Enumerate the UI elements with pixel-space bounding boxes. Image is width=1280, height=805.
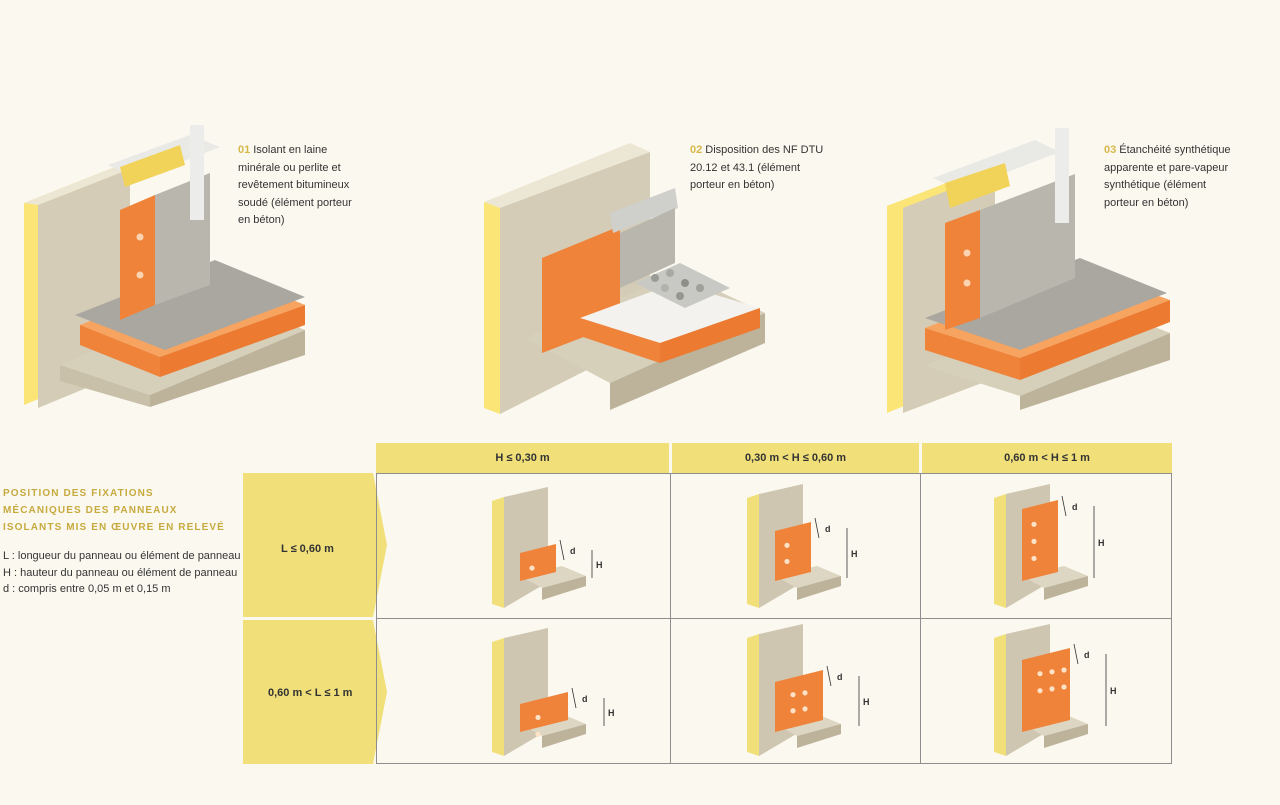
wall-insulation-strip [492, 497, 504, 608]
fixing-point [1049, 669, 1055, 675]
slab-top [1022, 566, 1088, 588]
wall-insulation-strip [492, 638, 504, 756]
fixing-point [1031, 538, 1037, 544]
cell-illustration: dH [994, 484, 1105, 608]
fixing-point [529, 565, 535, 571]
slab-edge [1044, 724, 1088, 748]
fixing-point [1031, 521, 1037, 527]
fixing-point [1037, 688, 1043, 694]
slab-top [775, 566, 841, 588]
column-header-1: H ≤ 0,30 m [376, 443, 669, 473]
detail-02-text: Disposition des NF DTU 20.12 et 43.1 (él… [690, 144, 824, 191]
dimension-d-line [826, 665, 832, 687]
cell-illustration: dH [994, 624, 1117, 756]
dimension-h-label: H [863, 697, 870, 707]
insulation-panel [520, 692, 568, 732]
dimension-h-label: H [608, 708, 615, 718]
wall-insulation-strip [747, 494, 759, 608]
column-header-2: 0,30 m < H ≤ 0,60 m [672, 443, 919, 473]
dimension-d-label: d [570, 546, 576, 556]
row-header-2 [243, 620, 387, 764]
detail-02-number: 02 [690, 144, 703, 156]
fixing-point [1061, 667, 1067, 673]
dimension-d-line [1073, 643, 1079, 665]
fixing-point [1037, 671, 1043, 677]
slab-edge [797, 576, 841, 600]
detail-03-illustration [887, 128, 1170, 413]
dimension-h-label: H [1098, 538, 1105, 548]
insulation-panel [1022, 648, 1070, 732]
legend-h: H : hauteur du panneau ou élément de pan… [3, 566, 238, 579]
insulation-panel [775, 670, 823, 732]
wall-insulation-strip [994, 494, 1006, 608]
insulation-panel [520, 544, 556, 581]
detail-01-number: 01 [238, 144, 251, 156]
dimension-h-label: H [1110, 686, 1117, 696]
wall-insulation-strip [747, 634, 759, 756]
wall [504, 487, 548, 608]
detail-01-illustration [24, 125, 305, 408]
cell-illustration: dH [747, 624, 870, 756]
dimension-h-label: H [596, 560, 603, 570]
slab-top [520, 566, 586, 588]
row-label-1: L ≤ 0,60 m [281, 543, 334, 555]
fixing-point [790, 708, 796, 714]
wall [504, 628, 548, 756]
detail-03-text: Étanchéité synthétique apparente et pare… [1104, 144, 1231, 209]
fixing-point [535, 714, 541, 721]
dimension-d-line [814, 517, 820, 539]
row-label-2: 0,60 m < L ≤ 1 m [268, 687, 353, 699]
slab-edge [542, 724, 586, 748]
dimension-d-line [571, 687, 577, 709]
legend-d: d : compris entre 0,05 m et 0,15 m [3, 583, 171, 595]
cell-illustration: dH [747, 484, 858, 608]
legend-l: L : longueur du panneau ou élément de pa… [3, 550, 241, 562]
grid-divider-h [376, 618, 1172, 619]
dimension-d-label: d [1072, 502, 1078, 512]
detail-02-illustration [484, 143, 765, 414]
fixing-point [784, 558, 790, 565]
detail-01-text: Isolant en laine minérale ou perlite et … [238, 144, 352, 226]
fixings-table-title: POSITION DES FIXATIONS MÉCANIQUES DES PA… [3, 488, 225, 533]
fixing-point [784, 542, 790, 548]
cell-illustration: dH [492, 628, 615, 756]
slab-top [1022, 714, 1088, 736]
dimension-d-line [1061, 495, 1067, 517]
fixing-point [1031, 555, 1037, 562]
wall-insulation-strip [994, 634, 1006, 756]
dimension-d-label: d [825, 524, 831, 534]
cell-illustration: dH [492, 487, 603, 608]
dimension-d-label: d [582, 694, 588, 704]
fixing-point [802, 706, 808, 712]
fixing-point [802, 690, 808, 696]
column-header-3: 0,60 m < H ≤ 1 m [922, 443, 1172, 473]
dimension-d-line [559, 539, 565, 561]
insulation-panel [1022, 500, 1058, 581]
dimension-d-label: d [837, 672, 843, 682]
fixing-point [1049, 686, 1055, 692]
row-header-1 [243, 473, 387, 617]
slab-edge [1044, 576, 1088, 600]
slab-top [520, 714, 586, 736]
dimension-d-label: d [1084, 650, 1090, 660]
detail-03-number: 03 [1104, 144, 1117, 156]
fixing-point [790, 692, 796, 698]
slab-edge [797, 724, 841, 748]
fixing-point [1061, 684, 1067, 690]
slab-edge [542, 576, 586, 600]
insulation-panel [775, 522, 811, 581]
dimension-h-label: H [851, 549, 858, 559]
fixings-legend: L : longueur du panneau ou élément de pa… [3, 548, 243, 598]
slab-top [775, 714, 841, 736]
fixing-point [535, 731, 541, 737]
